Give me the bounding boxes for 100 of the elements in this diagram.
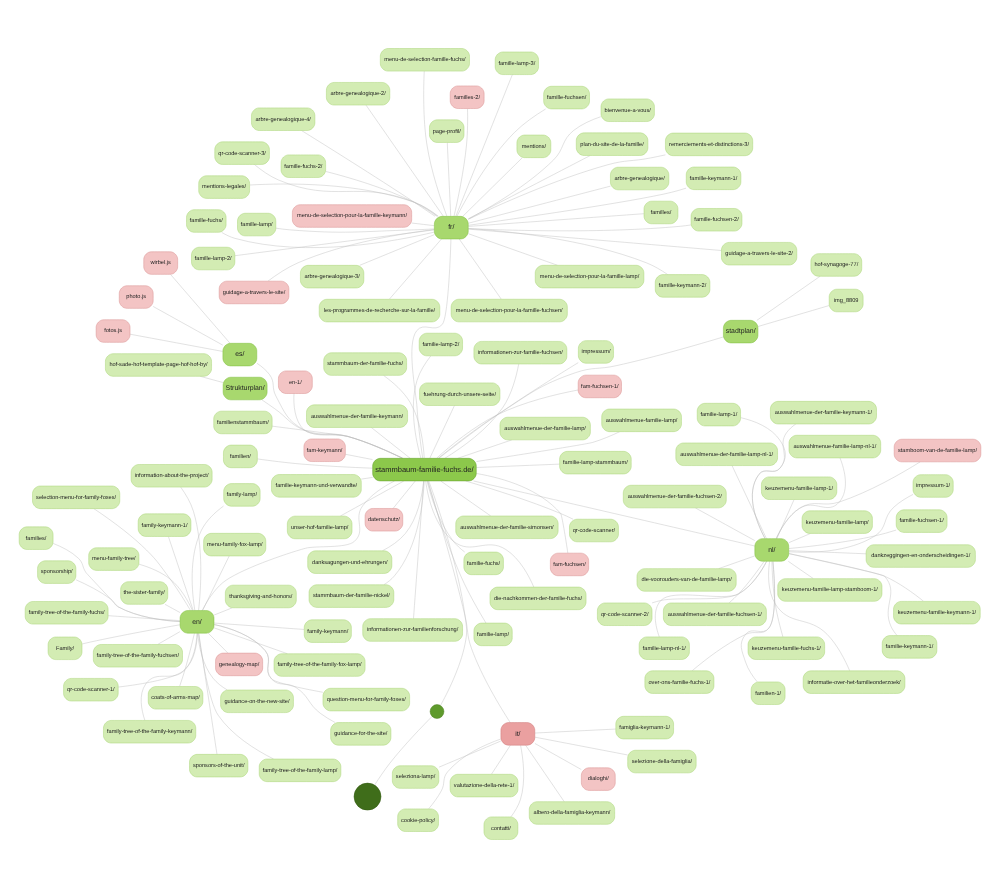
connector (651, 560, 767, 603)
connector (371, 426, 411, 458)
connector (510, 744, 524, 816)
connector (776, 460, 921, 538)
connector (468, 115, 602, 219)
connector (425, 479, 534, 587)
connector (426, 479, 465, 552)
connector (788, 493, 914, 552)
connector (427, 479, 487, 623)
connector (776, 456, 846, 538)
connector (191, 504, 224, 610)
connector (53, 542, 181, 621)
connector (462, 156, 523, 216)
connector (301, 129, 436, 216)
connector (197, 632, 228, 690)
connector (118, 631, 198, 687)
connector (655, 560, 767, 637)
connector (468, 227, 668, 274)
connector (202, 554, 230, 610)
connector (776, 498, 795, 538)
connector (382, 479, 424, 550)
connector (221, 230, 435, 247)
connector (534, 742, 582, 769)
connector (234, 228, 435, 255)
connector (695, 506, 755, 540)
connector (138, 562, 193, 610)
connector (788, 528, 897, 548)
connector (359, 233, 435, 265)
connector (468, 154, 591, 218)
connector (214, 623, 324, 692)
connector (340, 479, 404, 516)
connector (198, 632, 274, 759)
connector (459, 237, 502, 299)
node-circle (353, 781, 382, 810)
connector (768, 560, 850, 671)
connector (93, 507, 191, 610)
connector (788, 532, 811, 542)
connector (468, 184, 611, 223)
connector (261, 398, 403, 458)
connector (392, 479, 416, 508)
connector (756, 275, 821, 320)
connector (157, 630, 181, 644)
connector (428, 479, 467, 705)
connector (740, 416, 786, 538)
connector (438, 361, 579, 458)
connector (164, 603, 181, 612)
connector (214, 623, 336, 722)
connector (757, 304, 830, 326)
connector (107, 614, 181, 620)
connector (427, 479, 511, 722)
connector (455, 73, 513, 216)
connector (198, 632, 218, 754)
connector (423, 69, 448, 216)
connector (788, 552, 924, 601)
connector (444, 362, 519, 458)
connector (468, 232, 558, 265)
connector (465, 479, 574, 519)
connector (179, 632, 195, 686)
connector (788, 560, 814, 578)
connector (468, 153, 666, 219)
connector (383, 374, 425, 458)
connector (271, 424, 403, 458)
connector (257, 457, 373, 468)
node-circle (429, 703, 445, 718)
connector (170, 273, 231, 343)
connector (534, 735, 628, 755)
connector (428, 737, 501, 809)
connector (411, 221, 435, 225)
connector (468, 227, 722, 250)
connector (476, 472, 569, 553)
connector (413, 354, 432, 458)
connector (275, 226, 435, 232)
connector (491, 744, 511, 774)
connector (468, 186, 687, 225)
connector (453, 107, 468, 216)
connector (429, 404, 455, 458)
connector (213, 621, 305, 629)
connector (249, 182, 439, 216)
connector (361, 476, 373, 479)
connector (473, 479, 755, 546)
connector (729, 560, 765, 603)
connector (438, 739, 501, 767)
connector (525, 744, 565, 801)
connector (476, 430, 620, 461)
connector (325, 170, 437, 216)
connector (82, 623, 181, 644)
connector (208, 632, 229, 653)
connector (411, 237, 452, 458)
connector (267, 228, 435, 281)
connector (129, 333, 223, 351)
connector (345, 453, 373, 459)
connector (213, 606, 233, 615)
connector (374, 715, 433, 785)
connector (254, 163, 439, 216)
connector (438, 335, 724, 458)
connector (152, 305, 223, 345)
connector (440, 479, 491, 516)
connector (140, 632, 198, 720)
connector (180, 486, 201, 610)
connector (75, 578, 181, 621)
